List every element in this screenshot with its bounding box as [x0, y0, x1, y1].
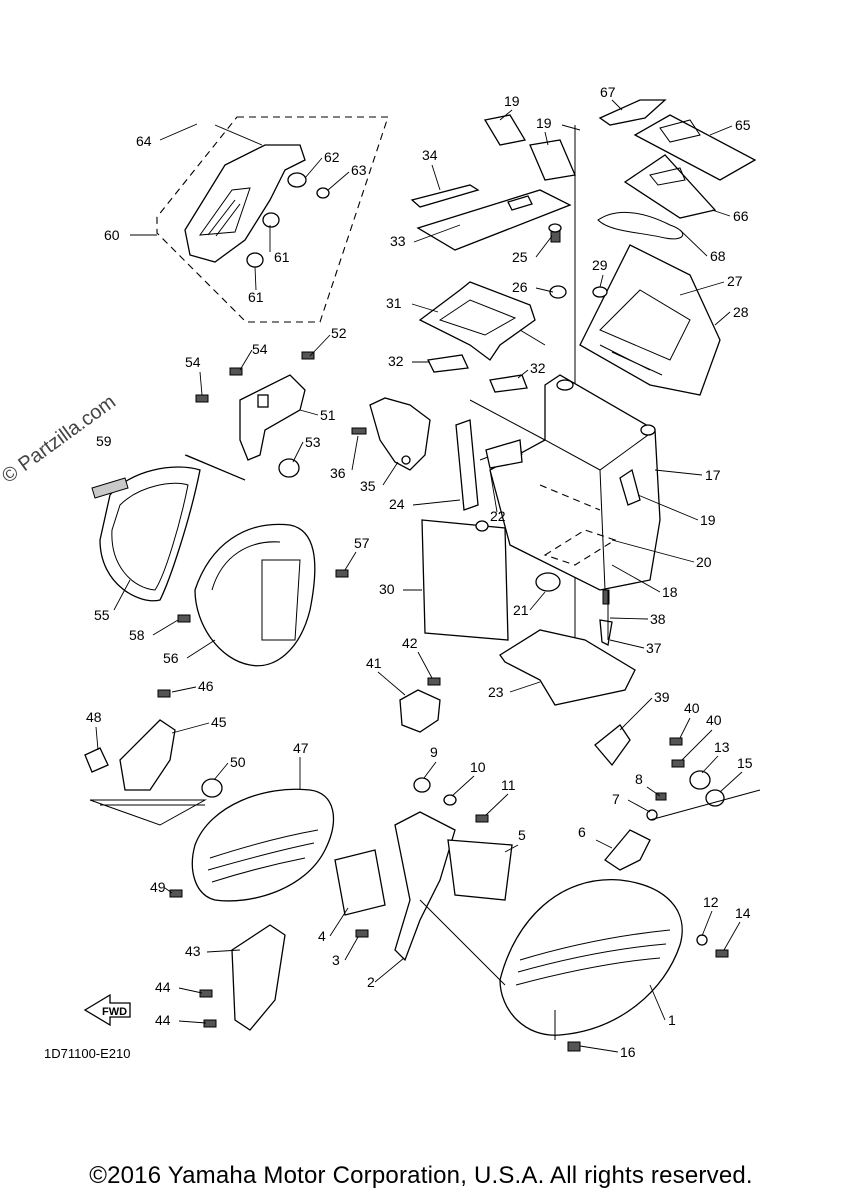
tool-tray-27-28: [579, 244, 721, 396]
callout: 26: [512, 279, 528, 295]
callout: 46: [198, 678, 214, 694]
callout: 23: [488, 684, 504, 700]
battery-parts: [421, 419, 636, 706]
cover-47: [169, 788, 335, 902]
callout: 48: [86, 709, 102, 725]
callout: 44: [155, 979, 171, 995]
callout: 21: [513, 602, 529, 618]
callout: 45: [211, 714, 227, 730]
side-covers-55-56: [91, 466, 349, 667]
callout: 32: [530, 360, 546, 376]
callout: 27: [727, 273, 743, 289]
battery-box-17: [489, 374, 661, 591]
callout: 59: [96, 433, 112, 449]
callout: 31: [386, 295, 402, 311]
bracket-51: [184, 351, 315, 481]
callout: 54: [252, 341, 268, 357]
callout: 7: [612, 791, 620, 807]
callout: 47: [293, 740, 309, 756]
callout-labels: 64 62 63 60 61 61 19 19 34 67 65 66 68 3…: [86, 84, 753, 1060]
callout: 35: [360, 478, 376, 494]
callout: 67: [600, 84, 616, 100]
bracket-39-hardware: [594, 724, 725, 871]
callout: 16: [620, 1044, 636, 1060]
callout: 41: [366, 655, 382, 671]
callout: 18: [662, 584, 678, 600]
callout: 19: [536, 115, 552, 131]
callout: 34: [422, 147, 438, 163]
callout: 51: [320, 407, 336, 423]
fwd-label: FWD: [102, 1006, 127, 1018]
callout: 65: [735, 117, 751, 133]
callout: 19: [700, 512, 716, 528]
copyright-notice: ©2016 Yamaha Motor Corporation, U.S.A. A…: [89, 1162, 753, 1189]
callout: 11: [501, 777, 516, 793]
callout: 50: [230, 754, 246, 770]
callout: 53: [305, 434, 321, 450]
callout: 40: [706, 712, 722, 728]
bracket-35: [351, 397, 431, 471]
fwd-arrow: FWD: [83, 993, 131, 1027]
callout: 25: [512, 249, 528, 265]
callout: 40: [684, 700, 700, 716]
callout: 62: [324, 149, 340, 165]
callout: 42: [402, 635, 418, 651]
callout: 56: [163, 650, 179, 666]
callout: 24: [389, 496, 405, 512]
callout: 9: [430, 744, 438, 760]
callout: 29: [592, 257, 608, 273]
callout: 43: [185, 943, 201, 959]
callout: 8: [635, 771, 643, 787]
callout: 28: [733, 304, 749, 320]
bracket-41: [399, 677, 441, 733]
callout: 64: [136, 133, 152, 149]
callout: 12: [703, 894, 719, 910]
side-cover-60-assembly: [156, 116, 389, 323]
callout: 1: [668, 1012, 676, 1028]
cover-1-assembly: [334, 777, 729, 1052]
exploded-view-svg: FWD 64 62 63 60 61 61 19 19 34 67 65 66 …: [83, 84, 761, 1060]
callout: 44: [155, 1012, 171, 1028]
callout: 68: [710, 248, 726, 264]
callout: 55: [94, 607, 110, 623]
callout: 66: [733, 208, 749, 224]
callout: 3: [332, 952, 340, 968]
callout: 6: [578, 824, 586, 840]
callout: 36: [330, 465, 346, 481]
callout: 30: [379, 581, 395, 597]
callout: 32: [388, 353, 404, 369]
callout: 58: [129, 627, 145, 643]
callout: 14: [735, 905, 751, 921]
callout: 10: [470, 759, 486, 775]
diagram-code: 1D71100-E210: [44, 1046, 131, 1061]
callout: 15: [737, 755, 753, 771]
callout: 63: [351, 162, 367, 178]
bracket-45: [84, 689, 223, 826]
callout: 61: [248, 289, 264, 305]
callout: 2: [367, 974, 375, 990]
callout: 60: [104, 227, 120, 243]
callout: 39: [654, 689, 670, 705]
bracket-43: [199, 924, 286, 1031]
callout: 49: [150, 879, 166, 895]
callout: 5: [518, 827, 526, 843]
callout: 37: [646, 640, 662, 656]
assembly-lines: [100, 329, 761, 1040]
callout: 38: [650, 611, 666, 627]
callout: 4: [318, 928, 326, 944]
callout: 52: [331, 325, 347, 341]
leader-lines: [95, 99, 743, 1053]
callout: 61: [274, 249, 290, 265]
tool-kit-pouches: [597, 99, 757, 240]
callout: 54: [185, 354, 201, 370]
callout: 22: [490, 508, 506, 524]
callout: 13: [714, 739, 730, 755]
callout: 19: [504, 93, 520, 109]
callout: 20: [696, 554, 712, 570]
callout: 17: [705, 467, 721, 483]
callout: 33: [390, 233, 406, 249]
storage-parts-top: [410, 114, 576, 393]
callout: 57: [354, 535, 370, 551]
